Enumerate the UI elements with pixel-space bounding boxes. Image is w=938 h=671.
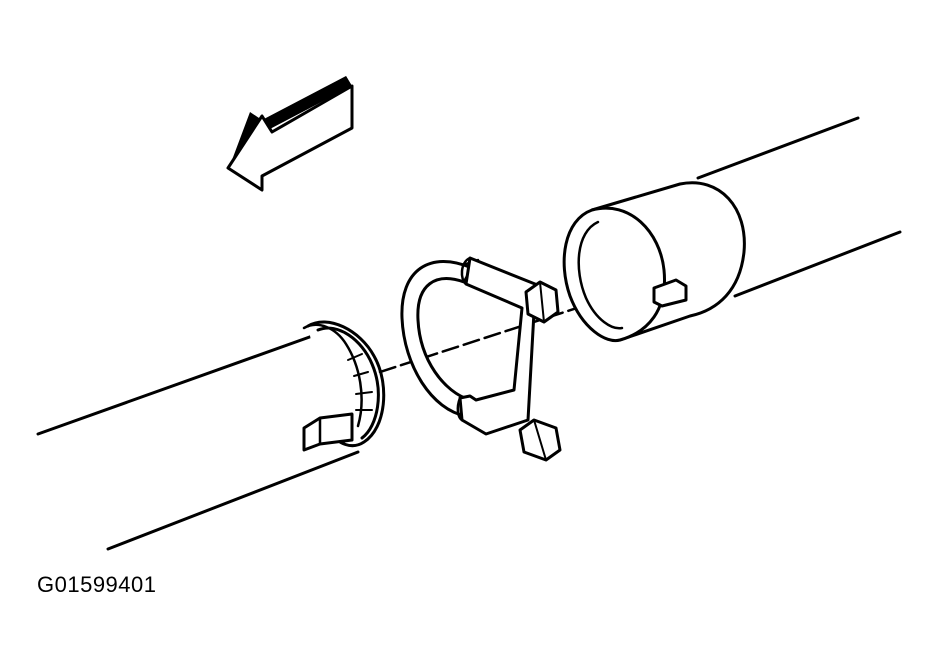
left-exhaust-pipe (36, 320, 386, 551)
figure-id-label: G01599401 (37, 572, 157, 597)
direction-arrow-icon (226, 76, 354, 192)
right-exhaust-pipe (562, 116, 902, 343)
u-bolt-clamp (400, 256, 562, 462)
